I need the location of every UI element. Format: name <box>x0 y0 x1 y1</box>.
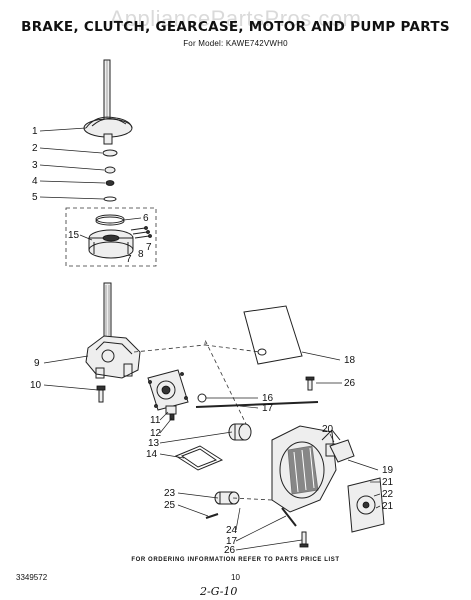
callout-14: 14 <box>146 449 158 460</box>
callout-10: 10 <box>30 380 42 391</box>
pump-coupling <box>228 423 252 441</box>
callout-1: 1 <box>32 126 38 137</box>
part-18-shield <box>243 305 303 365</box>
callout-8: 8 <box>138 249 144 260</box>
diagram-title: BRAKE, CLUTCH, GEARCASE, MOTOR AND PUMP … <box>21 19 450 35</box>
part-1-drive-cam <box>83 116 133 145</box>
callout-23: 23 <box>164 488 176 499</box>
drive-shaft <box>103 59 111 121</box>
leader-lines <box>39 127 381 551</box>
drive-belt-path <box>133 339 249 429</box>
handwritten-note: 2-G-10 <box>200 585 238 598</box>
part-26-screw-upper <box>305 376 315 391</box>
callout-7b: 7 <box>126 254 132 265</box>
callout-26a: 26 <box>344 378 356 389</box>
callout-16: 16 <box>262 393 274 404</box>
part-6-clutch-spring <box>95 214 125 226</box>
callout-17a: 17 <box>262 403 274 414</box>
part-5-ring <box>103 196 117 202</box>
part-3-washer <box>104 166 116 174</box>
callout-20: 20 <box>322 424 334 435</box>
part-14-gasket <box>174 445 224 471</box>
callout-6: 6 <box>143 213 149 224</box>
callout-24: 24 <box>226 525 238 536</box>
callout-7a: 7 <box>146 242 152 253</box>
ordering-note: FOR ORDERING INFORMATION REFER TO PARTS … <box>131 557 340 563</box>
part-17-rod <box>195 401 319 408</box>
part-16-clip <box>197 393 207 403</box>
part-24-pin <box>281 507 297 527</box>
callout-15: 15 <box>68 230 80 241</box>
page-number: 10 <box>231 573 240 582</box>
part-15-brake-assembly <box>88 229 134 259</box>
callout-18: 18 <box>344 355 356 366</box>
agitator-shaft <box>103 282 112 339</box>
callout-4: 4 <box>32 176 38 187</box>
part-20-motor-switch <box>329 439 355 463</box>
watermark: AppliancePartsPros.com <box>109 6 362 31</box>
part-2-washer <box>102 149 118 157</box>
callout-11: 11 <box>150 415 161 426</box>
part-25-screw <box>205 513 219 519</box>
callout-21a: 21 <box>382 477 394 488</box>
callout-19: 19 <box>382 465 394 476</box>
callout-5: 5 <box>32 192 38 203</box>
document-number: 3349572 <box>16 573 48 582</box>
part-26-screw-lower <box>299 531 309 548</box>
part-7-8-screws <box>130 226 152 239</box>
part-9-gearcase <box>85 335 141 379</box>
callout-12: 12 <box>150 428 162 439</box>
part-4-ring <box>105 180 115 186</box>
callout-13: 13 <box>148 438 160 449</box>
callout-2: 2 <box>32 143 38 154</box>
callout-26b: 26 <box>224 545 236 556</box>
callout-labels: 1 2 3 4 5 6 15 7 8 7 9 10 11 12 13 14 16… <box>30 126 394 556</box>
callout-17b: 17 <box>226 536 238 547</box>
callout-3: 3 <box>32 160 38 171</box>
part-11-12-coupling <box>165 405 177 421</box>
part-13-pump <box>147 369 189 411</box>
part-21-22-motor-bracket <box>347 477 385 533</box>
part-10-bolt <box>96 385 106 403</box>
motor-assembly <box>271 425 341 513</box>
callout-22: 22 <box>382 489 394 500</box>
callout-25: 25 <box>164 500 176 511</box>
brake-clutch-group-box <box>65 207 157 267</box>
model-line: For Model: KAWE742VWH0 <box>183 39 288 48</box>
callout-21b: 21 <box>382 501 394 512</box>
callout-9: 9 <box>34 358 40 369</box>
